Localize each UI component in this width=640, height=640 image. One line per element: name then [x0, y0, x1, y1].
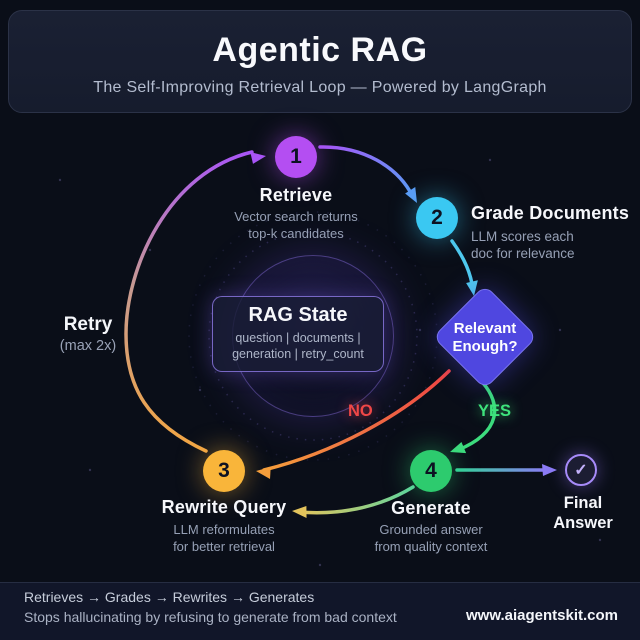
- node-grade-desc: LLM scores each doc for relevance: [471, 229, 575, 261]
- footer-website: www.aiagentskit.com: [466, 607, 618, 624]
- footer-tagline: Stops hallucinating by refusing to gener…: [24, 609, 397, 625]
- yes-label: YES: [478, 402, 512, 420]
- node-retrieve-circle: 1: [275, 136, 317, 178]
- retry-label: Retry: [63, 314, 113, 335]
- page-title: Agentic RAG: [212, 31, 428, 69]
- node-rewrite-desc: LLM reformulates for better retrieval: [173, 522, 275, 554]
- header-panel: Agentic RAG The Self-Improving Retrieval…: [8, 10, 632, 113]
- footer-divider: [0, 582, 640, 583]
- check-icon: ✓: [574, 462, 588, 479]
- final-answer-check-icon: ✓: [565, 454, 597, 486]
- decision-question: Relevant Enough?: [452, 320, 518, 355]
- rag-state-fields: question | documents | generation | retr…: [232, 331, 364, 361]
- final-answer-label: Final Answer: [553, 494, 613, 532]
- no-label: NO: [348, 402, 373, 420]
- node-retrieve-label: Retrieve: [259, 185, 333, 205]
- rag-state-title: RAG State: [248, 304, 348, 326]
- node-rewrite-circle: 3: [203, 450, 245, 492]
- node-generate-desc: Grounded answer from quality context: [374, 522, 488, 554]
- node-retrieve-desc: Vector search returns top-k candidates: [234, 209, 358, 241]
- node-grade-circle: 2: [416, 197, 458, 239]
- rag-state-box: RAG State question | documents | generat…: [212, 296, 384, 372]
- arrow-grade-to-decision: [450, 239, 475, 292]
- node-retrieve-number: 1: [290, 145, 302, 168]
- node-generate-label: Generate: [391, 498, 471, 518]
- node-rewrite-number: 3: [218, 459, 230, 482]
- page-subtitle: The Self-Improving Retrieval Loop — Powe…: [93, 79, 547, 96]
- node-rewrite-label: Rewrite Query: [161, 497, 287, 517]
- retry-annotation: Retry (max 2x): [28, 314, 148, 354]
- retry-note: (max 2x): [59, 338, 117, 354]
- node-generate-circle: 4: [410, 450, 452, 492]
- node-grade-label: Grade Documents: [471, 203, 630, 223]
- node-generate-number: 4: [425, 459, 437, 482]
- footer-background: [0, 583, 640, 640]
- footer-flow-summary: Retrieves → Grades → Rewrites → Generate…: [24, 589, 315, 605]
- node-grade-number: 2: [431, 206, 443, 229]
